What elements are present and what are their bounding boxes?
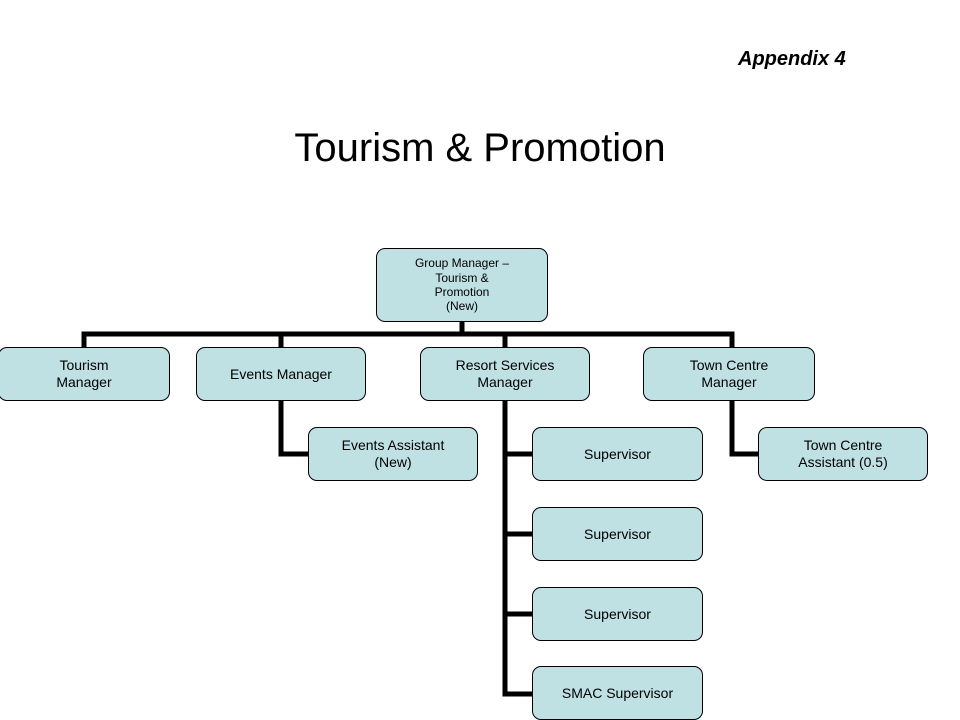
node-town-centre-assistant: Town Centre Assistant (0.5) — [758, 427, 928, 481]
node-supervisor-1: Supervisor — [532, 427, 703, 481]
node-group-manager: Group Manager – Tourism & Promotion (New… — [376, 248, 548, 322]
node-smac-supervisor: SMAC Supervisor — [532, 666, 703, 720]
node-supervisor-3: Supervisor — [532, 587, 703, 641]
appendix-label: Appendix 4 — [738, 48, 846, 70]
node-resort-services-manager: Resort Services Manager — [420, 347, 590, 401]
page-title: Tourism & Promotion — [294, 126, 666, 170]
node-town-centre-manager: Town Centre Manager — [643, 347, 815, 401]
node-supervisor-2: Supervisor — [532, 507, 703, 561]
node-events-manager: Events Manager — [196, 347, 366, 401]
node-tourism-manager: Tourism Manager — [0, 347, 170, 401]
node-events-assistant: Events Assistant (New) — [308, 427, 478, 481]
